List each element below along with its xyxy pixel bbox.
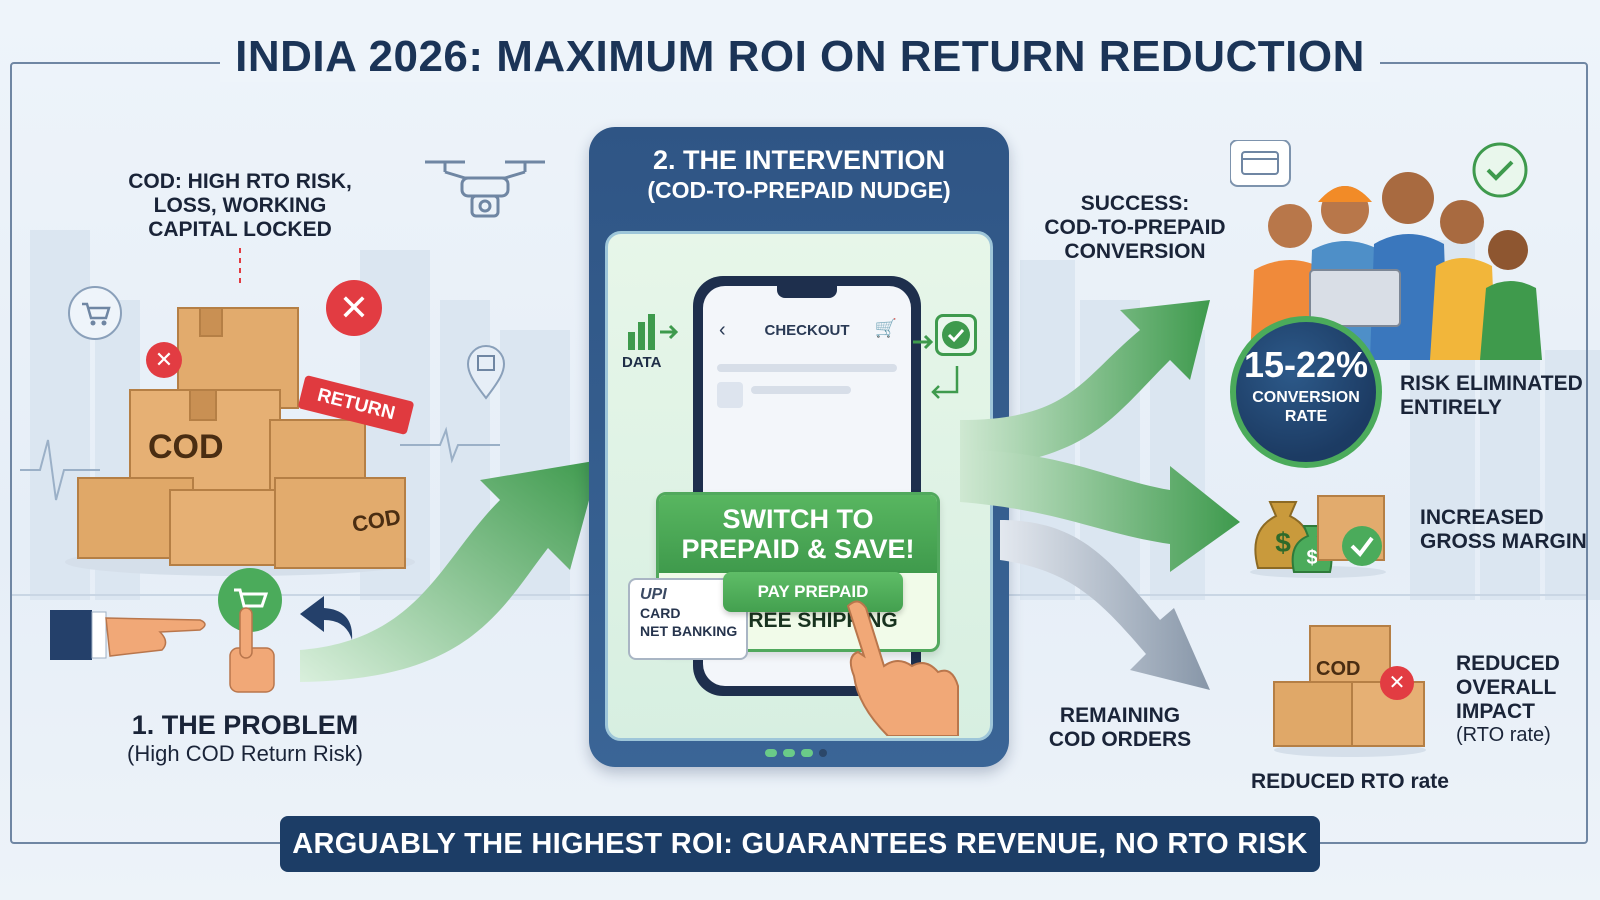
placeholder-line xyxy=(717,364,897,372)
svg-text:$: $ xyxy=(1275,527,1291,558)
reduced-impact-label: REDUCED OVERALL IMPACT xyxy=(1456,652,1560,723)
roi-banner: ARGUABLY THE HIGHEST ROI: GUARANTEES REV… xyxy=(280,816,1320,872)
back-chevron-icon[interactable]: ‹ xyxy=(719,319,726,341)
conversion-rate-value: 15-22% xyxy=(1243,344,1369,385)
tablet-screen: DATA ‹ CHECKOUT 🛒 SWITCH TO PREPAID & SA… xyxy=(605,231,993,741)
outcome-arrows xyxy=(960,300,1240,690)
checkout-title: CHECKOUT xyxy=(764,322,850,339)
flow-arrow-to-intervention xyxy=(300,460,600,682)
reduced-impact-note: (RTO rate) xyxy=(1456,724,1551,746)
problem-subheading: (High COD Return Risk) xyxy=(127,741,363,766)
conversion-rate-badge: 15-22% CONVERSION RATE xyxy=(1230,316,1382,468)
reduced-rto-label: REDUCED RTO rate xyxy=(1251,770,1449,793)
net-banking-label[interactable]: NET BANKING xyxy=(640,623,738,639)
back-arrow-icon xyxy=(300,596,353,640)
small-x-icon: ✕ xyxy=(146,342,182,378)
intervention-tablet: 2. THE INTERVENTION (COD-TO-PREPAID NUDG… xyxy=(589,127,1009,767)
cart-icon[interactable]: 🛒 xyxy=(874,318,897,338)
cod-box-stack xyxy=(65,307,415,576)
page-dots xyxy=(765,749,827,757)
remaining-box-label: COD xyxy=(1316,658,1361,680)
page-title: INDIA 2026: MAXIMUM ROI ON RETURN REDUCT… xyxy=(220,32,1380,82)
intervention-subheading: (COD-TO-PREPAID NUDGE) xyxy=(647,177,951,203)
gross-margin-label: INCREASED GROSS MARGIN xyxy=(1420,506,1587,553)
payment-methods-card: UPI CARD NET BANKING xyxy=(628,578,748,660)
customers-illustration xyxy=(1230,140,1542,360)
drone-icon xyxy=(425,160,545,218)
placeholder-thumb xyxy=(717,382,743,408)
data-bars-icon xyxy=(628,314,679,350)
card-label[interactable]: CARD xyxy=(640,605,681,621)
remaining-cod-label: REMAINING COD ORDERS xyxy=(1048,704,1192,751)
remaining-cod-boxes xyxy=(1273,625,1426,757)
success-label: SUCCESS: COD-TO-PREPAID CONVERSION xyxy=(1044,192,1226,263)
risk-eliminated-label: RISK ELIMINATED ENTIRELY xyxy=(1400,372,1583,419)
remaining-x-icon: ✕ xyxy=(1380,666,1414,700)
upi-label[interactable]: UPI xyxy=(640,586,667,603)
checkmark-flow xyxy=(913,334,959,399)
cart-circle-icon xyxy=(68,286,122,340)
pointing-hand-icon xyxy=(50,568,282,693)
reject-x-icon: ✕ xyxy=(326,280,382,336)
success-check-icon xyxy=(935,314,977,356)
problem-risk-label: COD: HIGH RTO RISK, LOSS, WORKING CAPITA… xyxy=(128,170,352,241)
problem-heading: 1. THE PROBLEM xyxy=(131,710,359,740)
tapping-hand-icon xyxy=(846,600,959,736)
svg-text:$: $ xyxy=(1306,547,1317,569)
conversion-rate-caption: CONVERSION RATE xyxy=(1252,389,1360,425)
dashed-connector xyxy=(239,248,241,288)
intervention-heading: 2. THE INTERVENTION xyxy=(652,145,946,175)
location-pin-icon xyxy=(466,345,506,400)
data-label: DATA xyxy=(622,354,662,371)
pay-prepaid-button[interactable]: PAY PREPAID xyxy=(723,572,903,612)
money-bag-icon: $ $ xyxy=(1250,495,1386,578)
cod-box-label: COD xyxy=(148,428,224,466)
placeholder-line xyxy=(751,386,851,394)
promo-title: SWITCH TO PREPAID & SAVE! xyxy=(659,495,937,573)
